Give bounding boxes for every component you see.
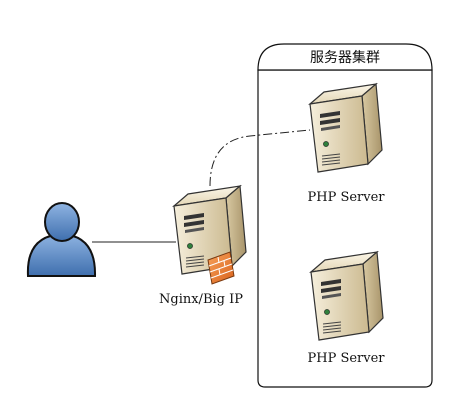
balancer-to-php-link-dashed — [209, 129, 311, 187]
server-firewall-icon — [173, 185, 247, 285]
user-icon — [26, 202, 97, 277]
load-balancer-node: Nginx/Big IP — [159, 185, 247, 307]
server-icon — [309, 83, 383, 173]
load-balancer-label: Nginx/Big IP — [159, 292, 243, 307]
php-server-top-label: PHP Server — [307, 190, 385, 205]
server-cluster-group: 服务器集群 — [257, 43, 433, 388]
firewall-icon — [207, 251, 235, 285]
php-server-bottom-label: PHP Server — [307, 351, 385, 366]
cluster-title: 服务器集群 — [310, 49, 380, 66]
php-server-bottom-node: PHP Server — [307, 251, 385, 366]
server-icon — [310, 251, 384, 341]
cluster-header — [257, 43, 433, 71]
cluster-border — [257, 69, 433, 388]
php-server-top-node: PHP Server — [307, 83, 385, 205]
